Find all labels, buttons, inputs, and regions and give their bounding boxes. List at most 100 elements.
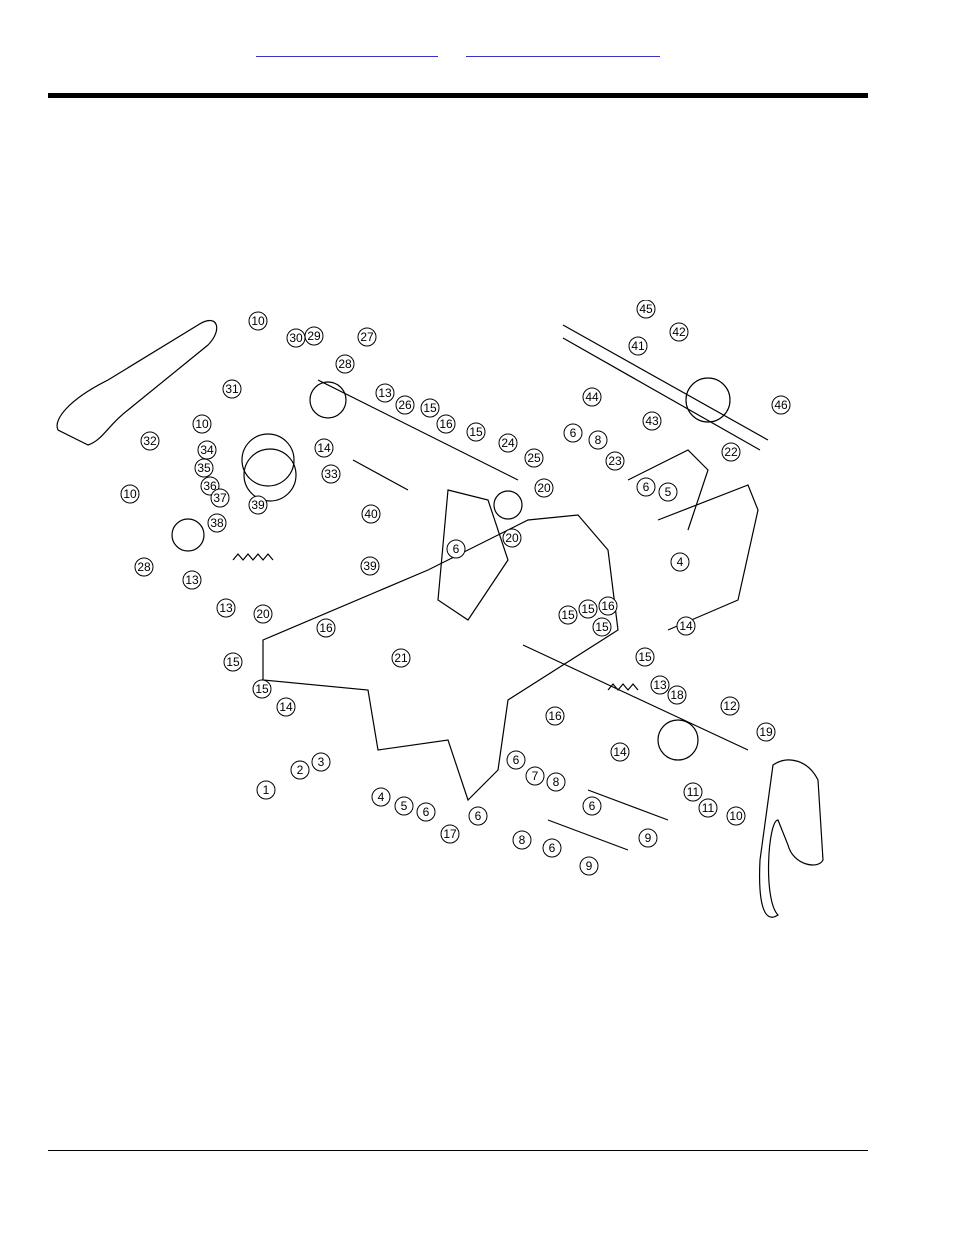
svg-text:15: 15 bbox=[581, 602, 595, 616]
svg-text:13: 13 bbox=[378, 386, 392, 400]
sprocket-center bbox=[493, 490, 523, 520]
callout-8a: 8 bbox=[588, 430, 608, 450]
svg-text:41: 41 bbox=[631, 339, 645, 353]
svg-text:5: 5 bbox=[401, 799, 408, 813]
top-link-left[interactable] bbox=[256, 40, 438, 57]
svg-text:9: 9 bbox=[645, 831, 652, 845]
callout-30: 30 bbox=[286, 328, 306, 348]
callout-39a: 39 bbox=[248, 495, 268, 515]
callout-13c: 13 bbox=[216, 598, 236, 618]
callout-3: 3 bbox=[311, 752, 331, 772]
svg-text:28: 28 bbox=[137, 560, 151, 574]
svg-text:6: 6 bbox=[643, 480, 650, 494]
svg-text:6: 6 bbox=[549, 841, 556, 855]
svg-text:13: 13 bbox=[653, 678, 667, 692]
callout-28b: 28 bbox=[134, 557, 154, 577]
svg-text:45: 45 bbox=[639, 302, 653, 316]
callout-13b: 13 bbox=[182, 570, 202, 590]
svg-text:15: 15 bbox=[469, 425, 483, 439]
callout-7a: 7 bbox=[525, 766, 545, 786]
svg-text:24: 24 bbox=[501, 436, 515, 450]
callout-15d: 15 bbox=[252, 679, 272, 699]
callout-42: 42 bbox=[669, 322, 689, 342]
svg-text:13: 13 bbox=[185, 573, 199, 587]
callout-12: 12 bbox=[720, 696, 740, 716]
svg-text:6: 6 bbox=[513, 753, 520, 767]
upper-shaft bbox=[562, 324, 769, 441]
callout-6d: 6 bbox=[636, 477, 656, 497]
callout-4b: 4 bbox=[670, 552, 690, 572]
callout-14a: 14 bbox=[314, 438, 334, 458]
svg-text:36: 36 bbox=[203, 479, 217, 493]
callout-6h: 6 bbox=[542, 838, 562, 858]
svg-text:11: 11 bbox=[687, 785, 700, 799]
callout-20b: 20 bbox=[502, 528, 522, 548]
svg-text:42: 42 bbox=[672, 325, 686, 339]
callout-14d: 14 bbox=[676, 616, 696, 636]
svg-text:16: 16 bbox=[439, 417, 453, 431]
svg-text:14: 14 bbox=[613, 745, 627, 759]
svg-text:7: 7 bbox=[532, 769, 539, 783]
sprocket-stack bbox=[241, 433, 295, 487]
callout-8b: 8 bbox=[546, 772, 566, 792]
callout-2: 2 bbox=[290, 760, 310, 780]
svg-text:10: 10 bbox=[123, 487, 137, 501]
callout-16b: 16 bbox=[316, 618, 336, 638]
svg-text:39: 39 bbox=[363, 559, 377, 573]
sprocket-left bbox=[171, 518, 205, 552]
svg-text:6: 6 bbox=[453, 542, 460, 556]
svg-text:8: 8 bbox=[519, 833, 526, 847]
handle-tube bbox=[627, 449, 759, 631]
callout-21: 21 bbox=[391, 648, 411, 668]
svg-text:1: 1 bbox=[263, 783, 270, 797]
bolt-long bbox=[352, 459, 409, 491]
svg-text:6: 6 bbox=[423, 805, 430, 819]
callout-15e: 15 bbox=[558, 605, 578, 625]
callout-9b: 9 bbox=[579, 856, 599, 876]
callout-25: 25 bbox=[524, 448, 544, 468]
svg-text:15: 15 bbox=[638, 650, 652, 664]
callout-46: 46 bbox=[771, 395, 791, 415]
svg-text:2: 2 bbox=[297, 763, 304, 777]
svg-text:16: 16 bbox=[319, 621, 333, 635]
callout-15h: 15 bbox=[592, 617, 612, 637]
side-plate bbox=[437, 489, 509, 621]
callout-23: 23 bbox=[605, 451, 625, 471]
callout-10c: 10 bbox=[120, 484, 140, 504]
svg-text:14: 14 bbox=[317, 441, 331, 455]
callout-29: 29 bbox=[304, 326, 324, 346]
svg-text:31: 31 bbox=[225, 382, 239, 396]
svg-text:26: 26 bbox=[398, 398, 412, 412]
svg-text:4: 4 bbox=[378, 790, 385, 804]
svg-text:15: 15 bbox=[255, 682, 269, 696]
callout-28a: 28 bbox=[335, 354, 355, 374]
svg-text:15: 15 bbox=[561, 608, 575, 622]
svg-text:40: 40 bbox=[364, 507, 378, 521]
callout-40: 40 bbox=[361, 504, 381, 524]
callout-15f: 15 bbox=[635, 647, 655, 667]
callout-45: 45 bbox=[636, 300, 656, 319]
sprocket-lower-right bbox=[657, 719, 699, 761]
svg-text:28: 28 bbox=[338, 357, 352, 371]
callout-9a: 9 bbox=[638, 828, 658, 848]
callout-13a: 13 bbox=[375, 383, 395, 403]
lower-shaft bbox=[522, 644, 749, 751]
svg-text:8: 8 bbox=[553, 775, 560, 789]
svg-text:35: 35 bbox=[197, 461, 211, 475]
svg-text:15: 15 bbox=[423, 401, 437, 415]
callout-34: 34 bbox=[197, 440, 217, 460]
callout-14b: 14 bbox=[276, 697, 296, 717]
svg-text:15: 15 bbox=[226, 655, 240, 669]
callout-24: 24 bbox=[498, 433, 518, 453]
callout-27: 27 bbox=[357, 327, 377, 347]
svg-text:18: 18 bbox=[670, 688, 684, 702]
svg-text:39: 39 bbox=[251, 498, 265, 512]
header-rule bbox=[48, 93, 868, 98]
callout-15g: 15 bbox=[578, 599, 598, 619]
top-link-right[interactable] bbox=[466, 40, 660, 57]
svg-text:20: 20 bbox=[256, 607, 270, 621]
callout-1a: 1 bbox=[256, 780, 276, 800]
callout-41: 41 bbox=[628, 336, 648, 356]
footer-rule bbox=[48, 1150, 868, 1151]
callout-5b: 5 bbox=[658, 482, 678, 502]
